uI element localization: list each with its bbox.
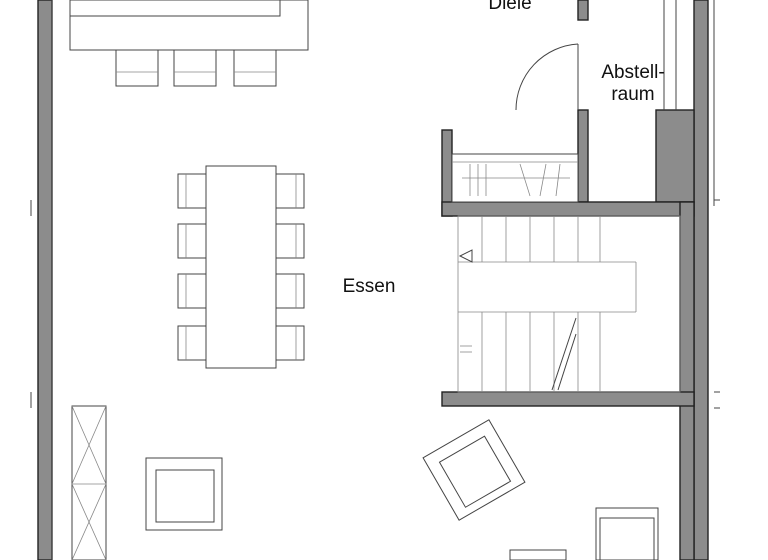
stair-wall-bottom (441, 391, 695, 407)
staircase (457, 215, 681, 393)
west-wall (37, 0, 53, 560)
stair-wall-right (679, 201, 695, 560)
kitchen-counter (69, 0, 309, 87)
abstellraum-door (515, 43, 579, 111)
dining-table (205, 165, 277, 369)
stair-arrow-icon (458, 249, 473, 263)
room-label-essen: Essen (342, 276, 396, 297)
room-label-abstellraum-line1: Abstell- (601, 62, 665, 83)
bar-stool (233, 49, 277, 87)
room-label-abstellraum: Abstell- raum (588, 62, 678, 106)
diele-wall-right (577, 0, 589, 21)
dining-table-set (177, 165, 305, 369)
bar-stool (173, 49, 217, 87)
abstell-wall-right (655, 109, 695, 203)
room-label-abstellraum-line2: raum (611, 84, 655, 105)
wardrobe (451, 153, 579, 203)
armchair (422, 419, 526, 521)
armchair (145, 457, 223, 531)
abstell-wall-left (577, 109, 589, 203)
coffee-table (509, 549, 567, 560)
stair-wall-top (441, 201, 695, 217)
interior-walls (441, 0, 695, 560)
sofa (595, 507, 659, 560)
exterior-walls (30, 0, 720, 560)
sideboard (71, 405, 107, 560)
bar-stool (115, 49, 159, 87)
east-wall (693, 0, 709, 560)
room-label-diele: Diele (488, 0, 532, 14)
